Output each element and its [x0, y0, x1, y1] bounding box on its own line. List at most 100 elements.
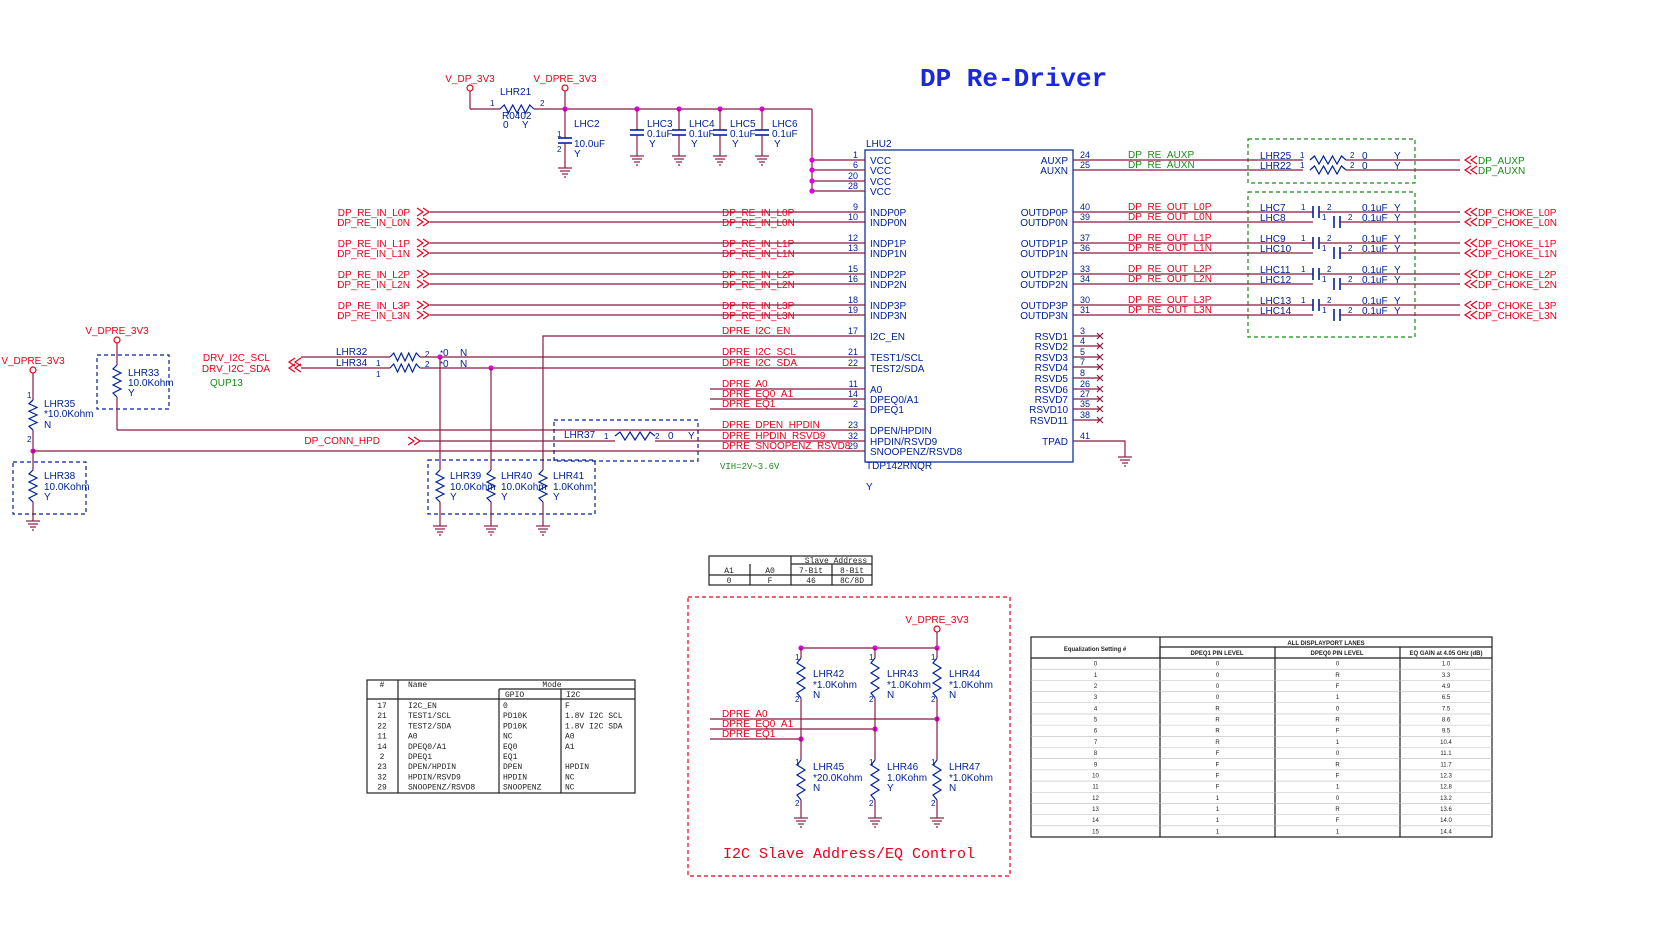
res-ref: LHR47 — [949, 762, 981, 773]
cap-ref: LHC14 — [1260, 306, 1292, 317]
res-ref: LHR39 — [450, 471, 482, 482]
table-header: 8-Bit — [840, 567, 864, 576]
output-port-label: DP_CHOKE_L2N — [1478, 280, 1557, 291]
port-label-scl: DRV_I2C_SCL — [203, 353, 271, 364]
pin-number: 1 — [27, 391, 32, 400]
table-header: 7-Bit — [799, 567, 823, 576]
table-cell: HPDIN — [565, 763, 589, 772]
res-package: R0402 — [502, 111, 532, 122]
pin-number: 38 — [1080, 410, 1090, 420]
res-ref: LHR43 — [887, 669, 919, 680]
table-header: A0 — [765, 567, 775, 576]
pin-name: INDP1N — [870, 249, 907, 260]
table-header: Equalization Setting # — [1064, 647, 1127, 653]
aux-net-label: DP_RE_AUXN — [1128, 160, 1195, 171]
pin-number: 1 — [1301, 296, 1306, 305]
table-cell: NC — [565, 773, 575, 782]
table-cell: 6 — [1094, 729, 1098, 735]
pin-number: 2 — [27, 435, 32, 444]
res-ref: LHR25 — [1260, 151, 1292, 162]
res-ref: LHR22 — [1260, 161, 1292, 172]
table-cell: 3.3 — [1442, 673, 1451, 679]
table-cell: 46 — [806, 577, 816, 586]
table-cell: 10 — [1092, 773, 1099, 779]
cap-value: 0.1uF — [1362, 203, 1388, 214]
table-cell: DPEQ1 — [408, 753, 432, 762]
res-value: 0 — [443, 359, 449, 370]
pin-number: 2 — [425, 350, 430, 359]
pin-number: 1 — [869, 758, 874, 767]
cap-populate: Y — [1394, 275, 1401, 286]
table-cell: SNOOPENZ/RSVD8 — [408, 784, 475, 793]
net-label: DPRE_A0 — [722, 379, 768, 390]
port-arrow — [287, 363, 296, 373]
pin-number: 2 — [1327, 203, 1332, 212]
pin-name: TEST2/SDA — [870, 364, 925, 375]
net-label: DP_RE_IN_L0N — [722, 218, 795, 229]
cap-value: 0.1uF — [730, 129, 756, 140]
table-cell: F — [1336, 818, 1340, 824]
table-cell: R — [1215, 718, 1220, 724]
power-port — [561, 84, 569, 92]
port-arrow — [1463, 155, 1472, 165]
pin-number: 1 — [1300, 151, 1305, 160]
pin-number: 14 — [848, 389, 858, 399]
pin-number: 15 — [848, 264, 858, 274]
table-header: ALL DISPLAYPORT LANES — [1287, 641, 1364, 647]
port-arrow — [407, 436, 416, 446]
res-populate: Y — [522, 120, 529, 131]
cap-ref: LHC4 — [689, 119, 715, 130]
junction-dot — [809, 178, 815, 184]
pin-name: OUTDP0N — [1020, 218, 1068, 229]
input-port-label: DP_RE_IN_L1N — [337, 249, 410, 260]
power-label: V_DPRE_3V3 — [85, 326, 149, 337]
res-ref: LHR46 — [887, 762, 919, 773]
table-cell: R — [1335, 807, 1340, 813]
table-header: I2C — [566, 691, 581, 700]
port-arrow — [1463, 217, 1472, 227]
port-arrow — [422, 310, 431, 320]
res-value: 0 — [503, 120, 509, 131]
table-cell: 0 — [1216, 662, 1220, 668]
net-label: DPRE_I2C_EN — [722, 326, 790, 337]
pin-number: 2 — [795, 695, 800, 704]
pin-number: 3 — [1080, 326, 1085, 336]
port-arrow — [1469, 300, 1478, 310]
table-cell: 1 — [1336, 740, 1340, 746]
res-value: *10.0Kohm — [44, 409, 93, 420]
pin-number: 17 — [848, 326, 858, 336]
cap-ref: LHC9 — [1260, 234, 1286, 245]
cap-populate: Y — [732, 139, 739, 150]
pin-name: VCC — [870, 187, 891, 198]
res-populate: N — [813, 690, 820, 701]
cap-ref: LHC2 — [574, 119, 600, 130]
table-header: Mode — [542, 681, 561, 690]
resistor-symbol — [537, 469, 549, 503]
cap-populate: Y — [1394, 306, 1401, 317]
pin-name: OUTDP3N — [1020, 311, 1068, 322]
resistor-symbol — [795, 657, 807, 699]
power-label: V_DPRE_3V3 — [533, 74, 597, 85]
pin-number: 7 — [1080, 357, 1085, 367]
pin-name: INDP3P — [870, 301, 906, 312]
resistor-symbol — [869, 657, 881, 699]
input-port-label: DP_RE_IN_L0P — [338, 208, 411, 219]
table-cell: 11.7 — [1440, 762, 1452, 768]
pin-name: RSVD7 — [1035, 395, 1069, 406]
table-header: EQ GAIN at 4.05 GHz (dB) — [1409, 651, 1482, 657]
table-cell: 14.4 — [1440, 829, 1452, 835]
cap-ref: LHC8 — [1260, 213, 1286, 224]
ic-part-number: TDP142RNQR — [866, 461, 932, 472]
resistor-symbol — [931, 759, 943, 801]
port-arrow — [416, 310, 425, 320]
input-port-label: DP_RE_IN_L3N — [337, 311, 410, 322]
port-arrow — [422, 238, 431, 248]
res-value: 1.0Kohm — [887, 773, 927, 784]
pin-name: A0 — [870, 385, 883, 396]
aux-resistor-group — [1247, 138, 1416, 184]
power-port — [29, 366, 37, 374]
net-label: DPRE_EQ0_A1 — [722, 389, 794, 400]
pin-number: 34 — [1080, 274, 1090, 284]
res-populate: N — [949, 690, 956, 701]
junction-dot — [809, 167, 815, 173]
